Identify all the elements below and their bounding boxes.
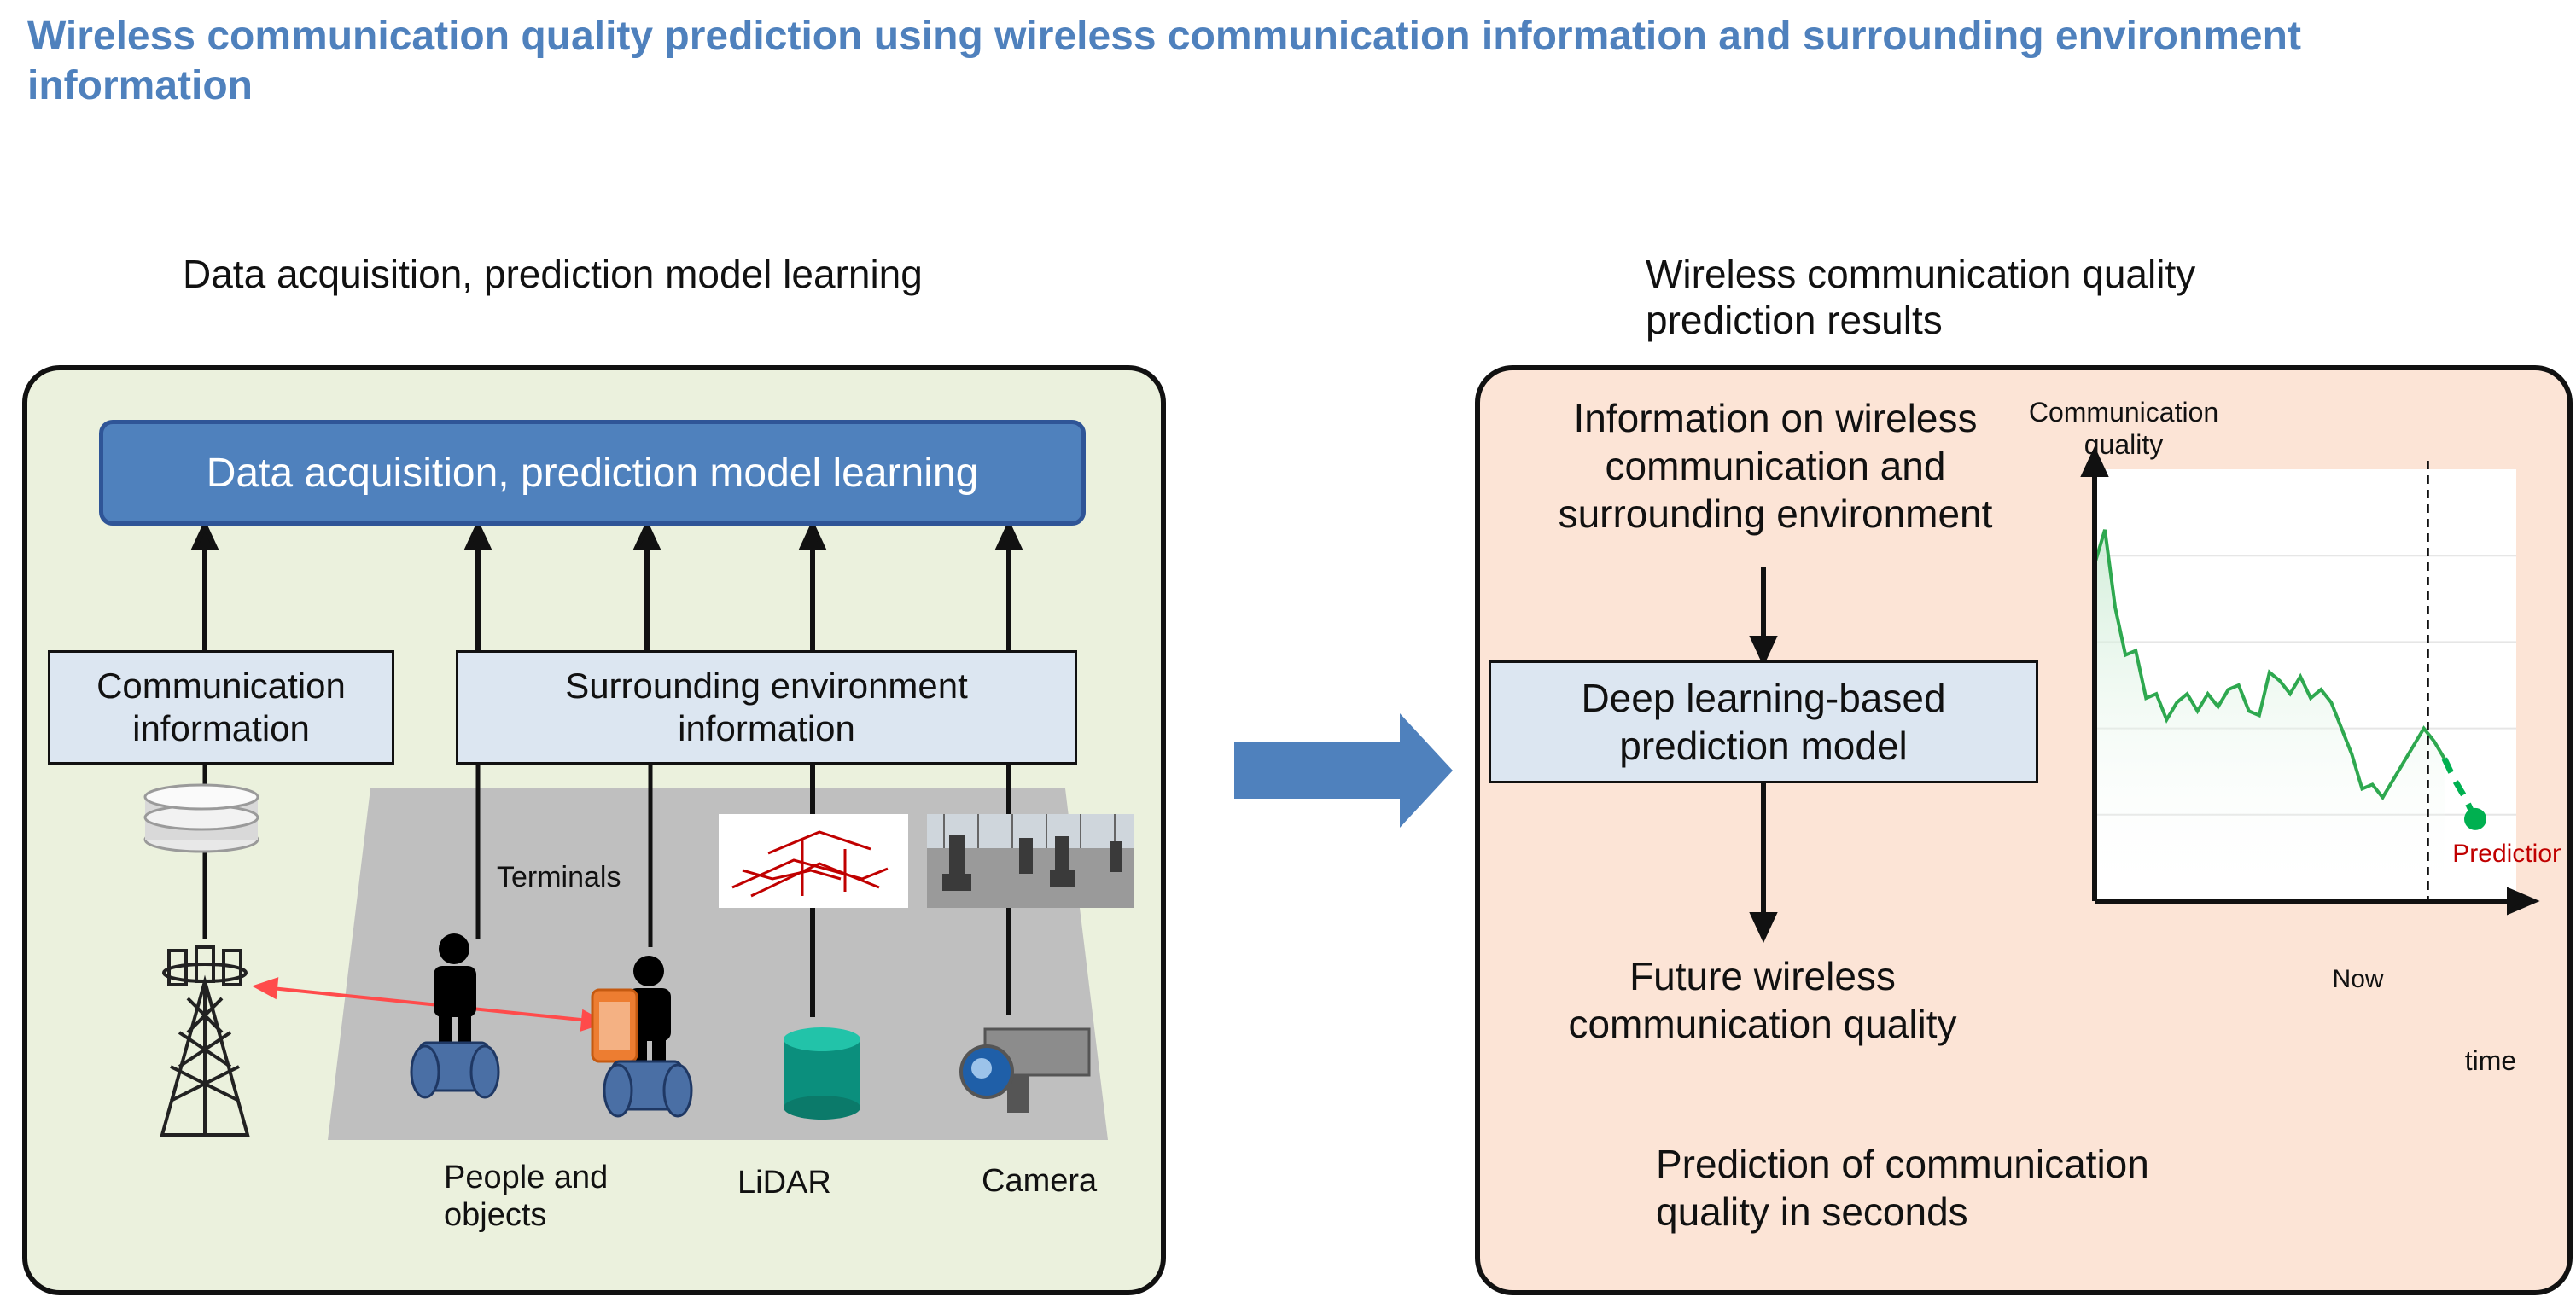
- predicted-series-line: [2441, 757, 2479, 821]
- prediction-model-box: Deep learning-based prediction model: [1489, 660, 2038, 783]
- right-heading: Wireless communication quality predictio…: [1646, 252, 2196, 342]
- prediction-point: [2464, 807, 2486, 830]
- lidar-device-icon: [784, 1027, 860, 1120]
- bottom-caption: Prediction of communication quality in s…: [1656, 1142, 2149, 1234]
- y-axis-label-line2: quality: [2084, 429, 2164, 460]
- quality-chart: Communication quality time Now Predictio…: [2029, 397, 2561, 1076]
- person-1-icon: [434, 933, 476, 1050]
- terminals-label: Terminals: [497, 861, 621, 893]
- lidar-pointcloud-image: [719, 814, 908, 908]
- camera-icon: [959, 1027, 1091, 1113]
- y-axis-label-line1: Communication: [2029, 397, 2218, 427]
- smartphone-icon: [591, 988, 638, 1063]
- database-icon: [143, 783, 259, 853]
- observed-series-line: [2093, 529, 2446, 801]
- data-acquisition-bar: Data acquisition, prediction model learn…: [99, 420, 1086, 526]
- now-label: Now: [2333, 965, 2384, 993]
- cell-tower-icon: [160, 945, 250, 1137]
- figure-title: Wireless communication quality predictio…: [27, 14, 2301, 108]
- camera-photo-image: [927, 814, 1134, 908]
- prediction-label: Prediction: [2452, 840, 2561, 868]
- series-area-fill: [2095, 529, 2445, 901]
- big-right-arrow: [1234, 713, 1453, 828]
- future-quality-text: Future wireless communication quality: [1568, 954, 1957, 1046]
- upward-arrows: [190, 519, 1023, 1017]
- communication-information-box: Communication information: [48, 650, 394, 765]
- robot-2-icon: [603, 1060, 693, 1118]
- input-info-text: Information on wireless communication an…: [1558, 396, 1993, 536]
- surrounding-environment-box: Surrounding environment information: [456, 650, 1077, 765]
- people-objects-label: People and objects: [444, 1160, 609, 1233]
- chart-axes: [2080, 445, 2540, 916]
- robot-1-icon: [410, 1041, 500, 1099]
- left-heading: Data acquisition, prediction model learn…: [183, 252, 923, 296]
- environment-area: [328, 788, 1108, 1140]
- lidar-label: LiDAR: [737, 1165, 831, 1201]
- x-axis-label: time: [2465, 1045, 2516, 1076]
- camera-label: Camera: [982, 1163, 1098, 1199]
